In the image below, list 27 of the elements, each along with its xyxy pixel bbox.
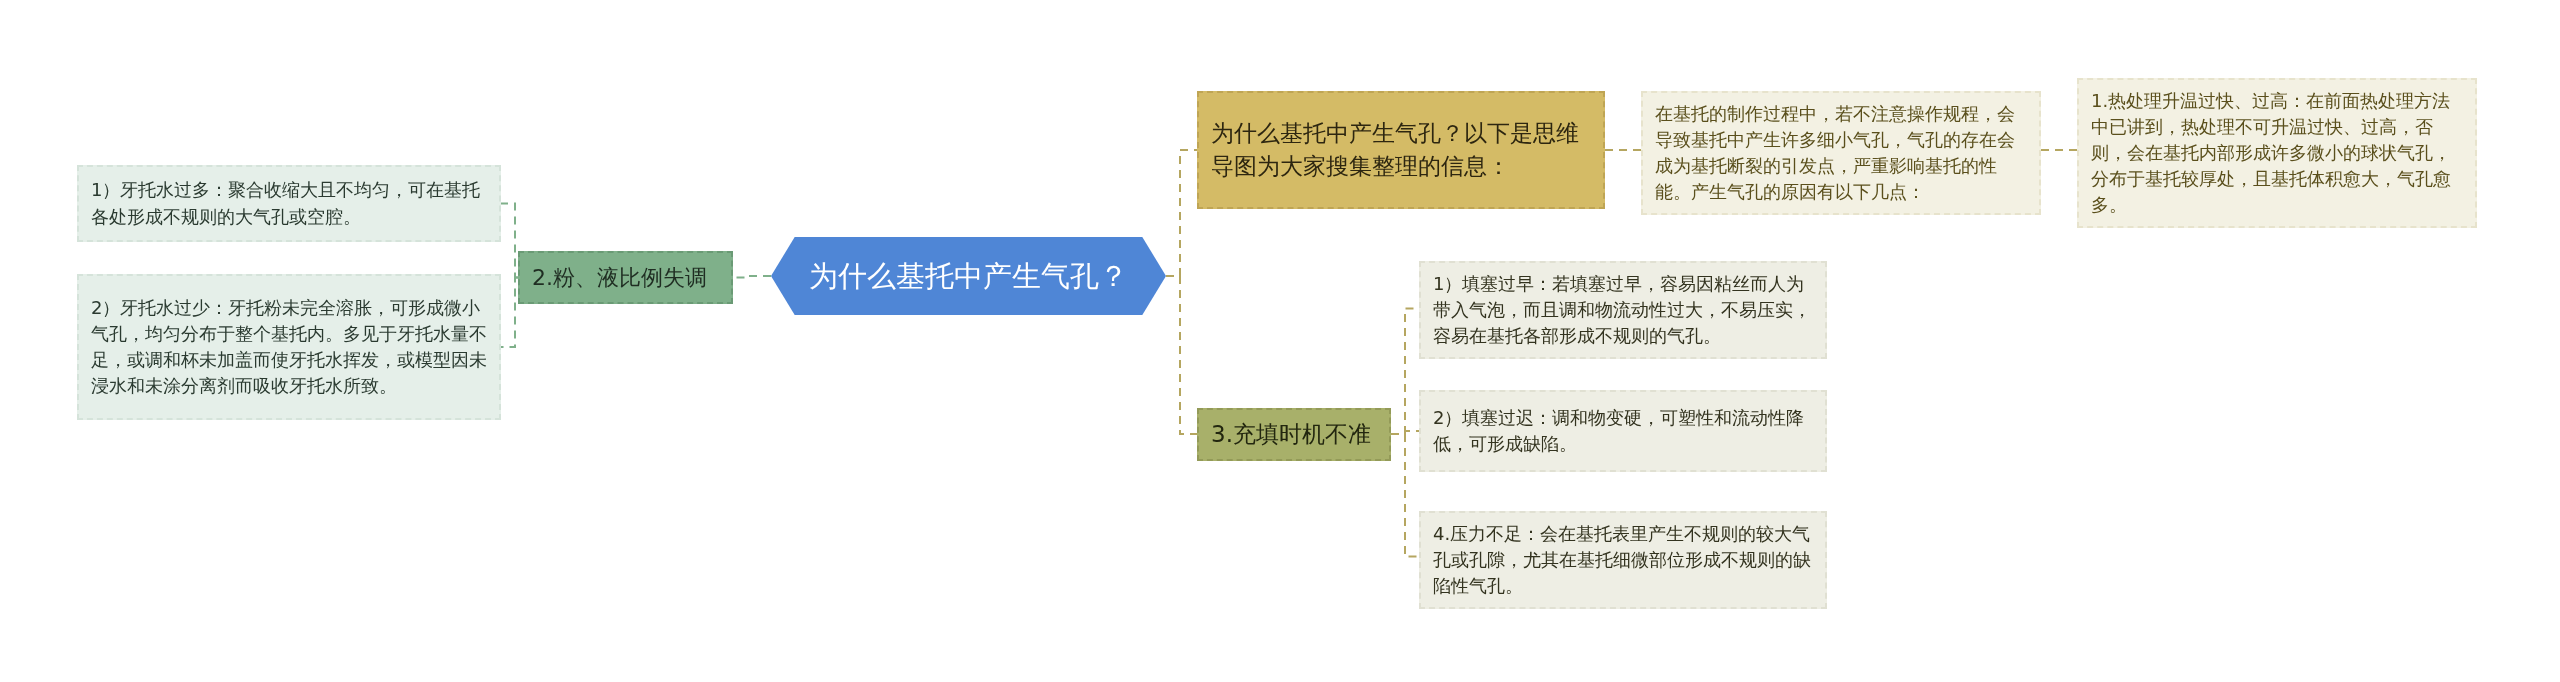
topic-text: 4.压力不足：会在基托表里产生不规则的较大气孔或孔隙，尤其在基托细微部位形成不规则的缺陷性气孔。 [1433,522,1812,599]
topic-text: 在基托的制作过程中，若不注意操作规程，会导致基托中产生许多细小气孔，气孔的存在会成为基托断裂的引发点，严重影响基托的性能。产生气孔的原因有以下几点： [1655,102,2016,205]
connector-line [1390,433,1420,558]
topic-text: 1.热处理升温过快、过高：在前面热处理方法中已讲到，热处理不可升温过快、过高，否则，会在基托内部形成许多微小的球状气孔，分布于基托较厚处，且基托体积愈大，气孔愈多。 [2091,89,2452,218]
branch-topic-box [1197,408,1391,462]
leaf-note-box [1641,91,2041,216]
topic-text: 1）填塞过早：若填塞过早，容易因粘丝而人为带入气泡，而且调和物流动性过大，不易压实，容易在基托各部形成不规则的气孔。 [1433,272,1812,349]
topic-text: 2）牙托水过少：牙托粉未完全溶胀，可形成微小气孔，均匀分布于整个基托内。多见于牙托水量不足，或调和杯未加盖而使牙托水挥发，或模型因未浸水和未涂分离剂而吸收牙托水所致。 [91,295,487,399]
branch-topic-box [1197,91,1605,209]
topic-text: 3.充填时机不准 [1211,420,1371,449]
branch-topic-box [518,251,733,304]
leaf-note-box [1419,511,1827,610]
leaf-note-box [77,274,501,420]
leaf-note-box [77,165,501,242]
connector-line [1165,275,1198,435]
connector-line [2040,149,2078,151]
topic-text: 2.粉、液比例失调 [532,263,707,292]
leaf-note-box [1419,261,1827,360]
topic-text: 1）牙托水过多：聚合收缩大且不均匀，可在基托各处形成不规则的大气孔或空腔。 [91,178,482,229]
leaf-note-box [1419,390,1827,472]
connector-line [500,202,519,279]
topic-text: 为什么基托中产生气孔？以下是思维导图为大家搜集整理的信息： [1211,118,1580,181]
connector-line [1604,149,1642,151]
connector-line [500,276,519,348]
leaf-note-box [2077,78,2477,229]
topic-text: 为什么基托中产生气孔？ [809,257,1128,295]
topic-text: 2）填塞过迟：调和物变硬，可塑性和流动性降低，可形成缺陷。 [1433,405,1806,456]
